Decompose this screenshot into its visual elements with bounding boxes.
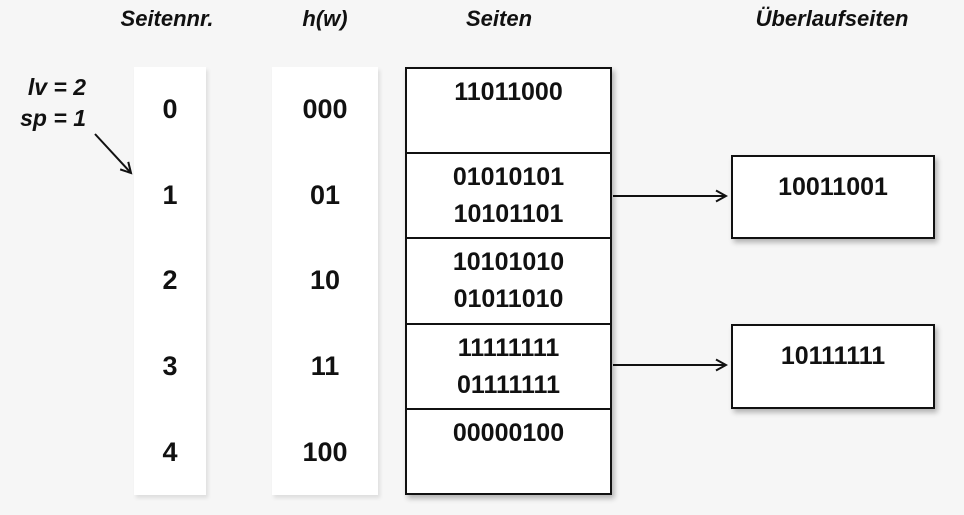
page-number-column: 0 1 2 3 4 [134,67,206,495]
page-number-cell: 0 [162,94,178,125]
hash-column: 000 01 10 11 100 [272,67,378,495]
page-bucket-3: 11111111 01111111 [407,325,610,410]
header-hash-function: h(w) [302,6,348,31]
record-value: 11111111 [457,333,560,362]
page-bucket-0: 11011000 [407,69,610,155]
record-value: 11011000 [454,78,563,106]
state-annotation: lv = 2 sp = 1 [8,72,86,134]
hash-cell: 01 [309,179,341,210]
record-value: 00000100 [452,418,565,447]
page-bucket-1: 01010101 10101101 [407,154,610,240]
record-value: 10011001 [778,173,888,201]
hash-cell: 11 [310,351,340,382]
record-value: 10101101 [453,200,564,229]
record-value: 01111111 [457,370,560,399]
header-overflow-pages: Überlaufseiten [755,6,909,31]
page-number-cell: 4 [162,436,178,467]
split-pointer-arrow [94,133,131,173]
hash-cell: 100 [302,436,348,467]
page-bucket-4: 00000100 [407,410,610,493]
record-value: 10111111 [780,342,886,370]
header-page-number: Seitennr. [120,6,214,31]
record-value: 10101010 [452,248,565,277]
page-number-cell: 3 [162,351,178,382]
page-bucket-2: 10101010 01011010 [407,239,610,325]
page-number-cell: 1 [162,179,178,210]
record-value: 01010101 [452,163,565,192]
hash-cell: 10 [309,265,341,296]
pages-box: 11011000 01010101 10101101 10101010 0101… [405,67,612,495]
record-value: 01011010 [453,285,564,314]
overflow-page-row1: 10011001 [731,155,935,239]
overflow-page-row3: 10111111 [731,324,935,409]
split-pointer-label: sp = 1 [20,105,86,131]
level-label: lv = 2 [27,74,86,100]
header-pages: Seiten [465,6,533,31]
hash-cell: 000 [302,94,348,125]
page-number-cell: 2 [162,265,178,296]
